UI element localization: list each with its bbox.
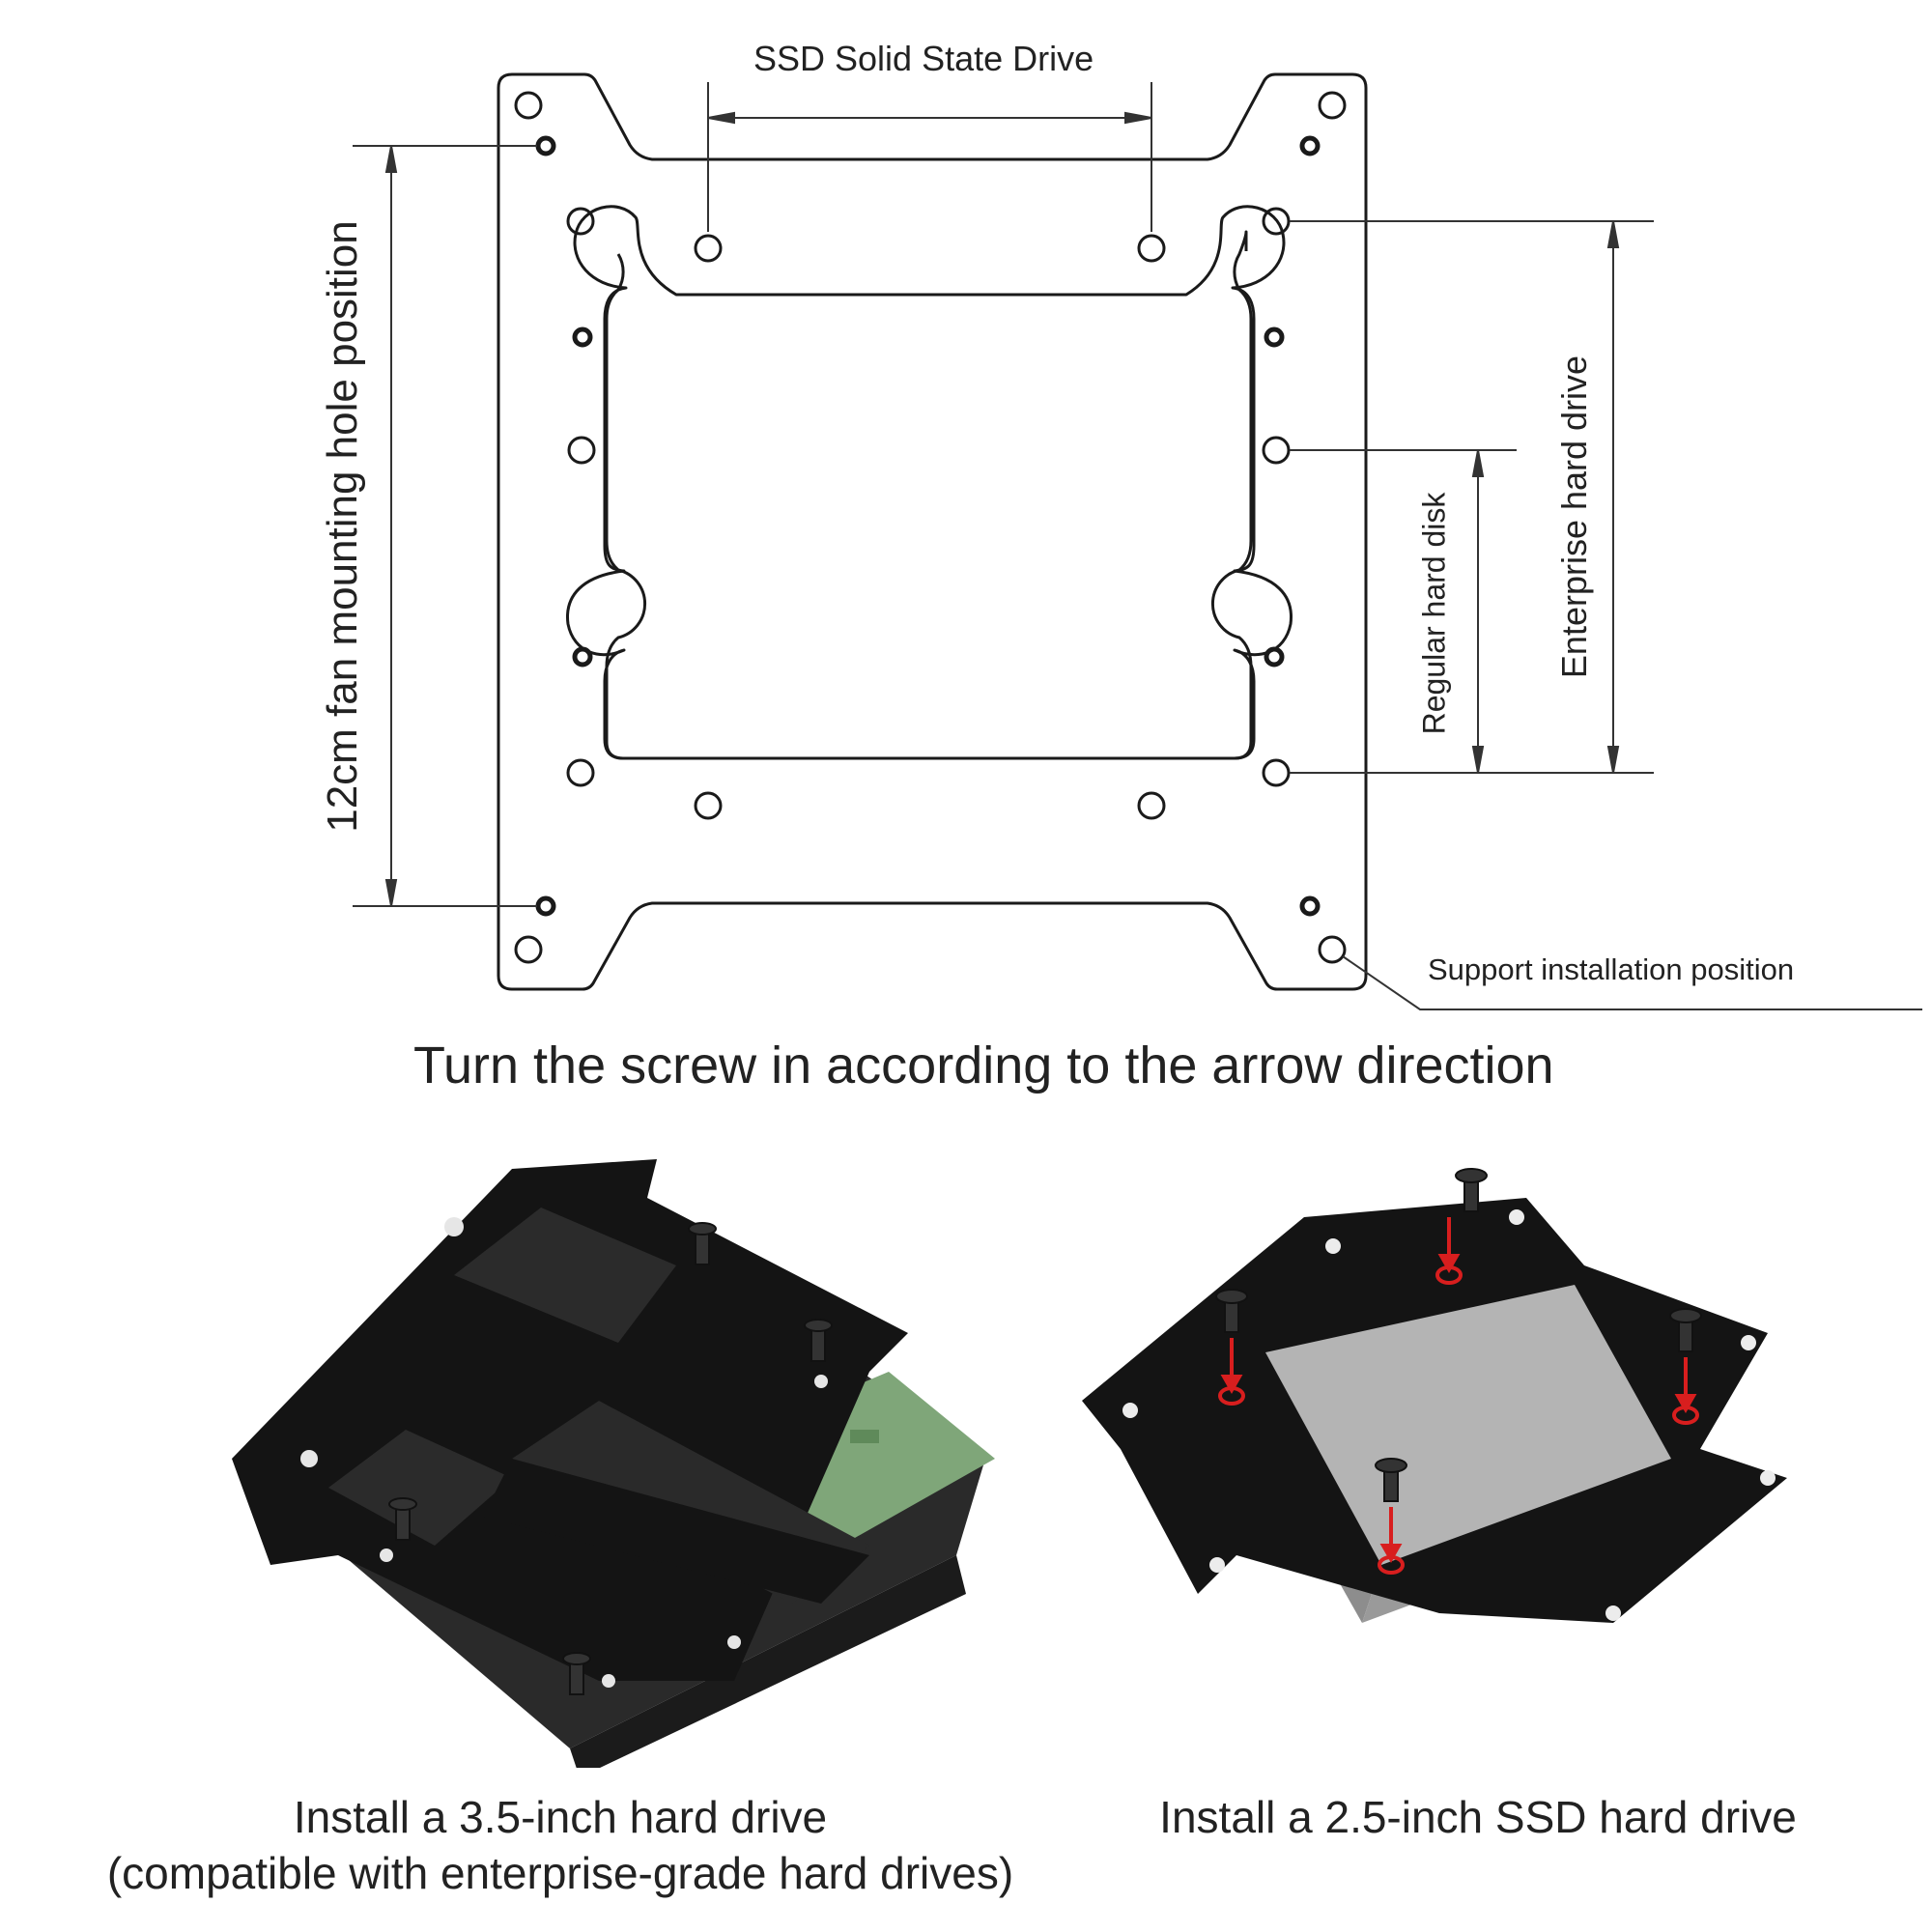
hole	[1262, 436, 1291, 465]
hole	[1137, 791, 1166, 820]
threaded-hole	[535, 895, 556, 917]
hdd-install-illustration	[232, 1159, 995, 1768]
hdd-caption: Install a 3.5-inch hard drive (compatibl…	[58, 1789, 1063, 1901]
ssd-dimension-label: SSD Solid State Drive	[753, 39, 1094, 78]
hole	[1318, 91, 1347, 120]
hole	[694, 791, 723, 820]
threaded-hole	[572, 327, 593, 348]
hdd-caption-line2: (compatible with enterprise-grade hard d…	[106, 1848, 1014, 1898]
threaded-hole	[1299, 895, 1321, 917]
hole	[514, 91, 543, 120]
ssd-install-illustration	[1082, 1168, 1787, 1623]
enterprise-dimension-label: Enterprise hard drive	[1554, 355, 1594, 679]
threaded-hole	[572, 646, 593, 668]
hole	[566, 758, 595, 787]
bracket-technical-drawing	[353, 72, 1922, 1010]
hole	[1262, 758, 1291, 787]
hole	[694, 234, 723, 263]
hole	[514, 935, 543, 964]
ssd-caption-line1: Install a 2.5-inch SSD hard drive	[1159, 1792, 1797, 1842]
support-position-label: Support installation position	[1428, 952, 1795, 986]
inner-frame	[566, 205, 1293, 760]
bracket-inner-cutout	[621, 267, 698, 344]
threaded-hole	[1264, 646, 1285, 668]
threaded-hole	[535, 135, 556, 156]
hole	[1318, 935, 1347, 964]
hole	[567, 436, 596, 465]
hole	[1262, 207, 1291, 236]
hdd-caption-line1: Install a 3.5-inch hard drive	[293, 1792, 828, 1842]
instruction-heading: Turn the screw in according to the arrow…	[413, 1037, 1554, 1094]
hole	[1137, 234, 1166, 263]
ssd-caption: Install a 2.5-inch SSD hard drive	[1092, 1789, 1864, 1845]
threaded-hole	[1299, 135, 1321, 156]
support-leader	[1342, 955, 1922, 1010]
regular-dimension-label: Regular hard disk	[1416, 492, 1452, 735]
fan-dimension-label: 12cm fan mounting hole position	[319, 220, 366, 833]
threaded-hole	[1264, 327, 1285, 348]
hole	[566, 207, 595, 236]
inner-cutout	[605, 230, 1253, 760]
bracket-outline	[497, 72, 1368, 991]
